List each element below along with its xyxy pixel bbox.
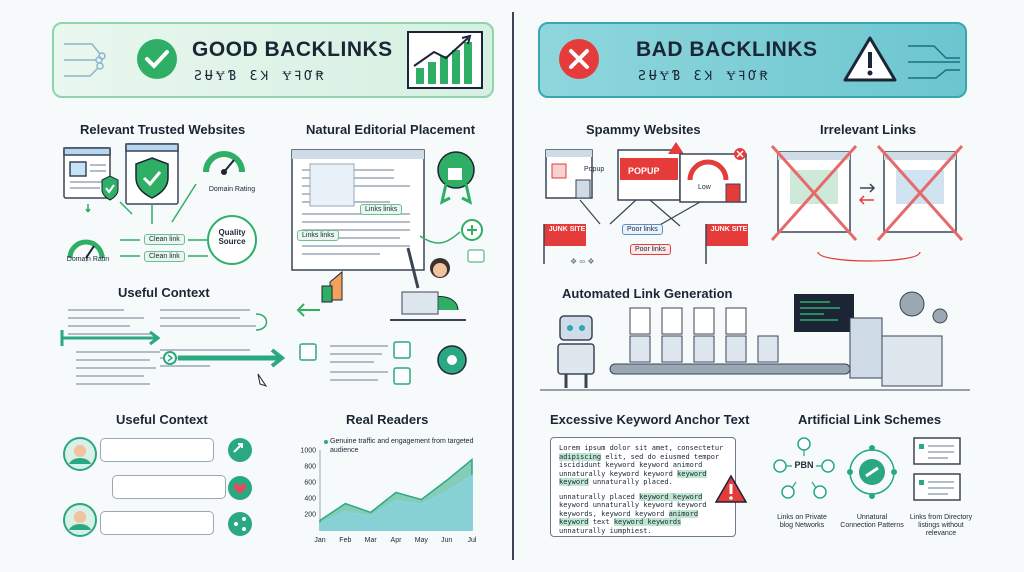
keyword-text: text bbox=[588, 518, 614, 526]
y-tick-label: 200 bbox=[304, 512, 316, 519]
link-schemes-illustration bbox=[773, 437, 961, 501]
domain-rating-label: Domain Rating bbox=[208, 186, 256, 193]
automated-illustration bbox=[540, 291, 970, 391]
y-tick-label: 800 bbox=[304, 464, 316, 471]
popup-label: Popup bbox=[584, 166, 605, 173]
trusted-websites-illustration bbox=[63, 143, 257, 265]
x-tick-label: Jul bbox=[468, 537, 477, 544]
section-title-keyword: Excessive Keyword Anchor Text bbox=[550, 412, 750, 427]
section-title-useful-context: Useful Context bbox=[118, 285, 210, 300]
section-title-link-schemes: Artificial Link Schemes bbox=[798, 412, 942, 427]
banner-subtitle: ƧɄɎƁ ƐꞰ ɎꟻƠꞦ bbox=[638, 69, 771, 84]
clean-link-pill: Clean link bbox=[144, 234, 185, 245]
junk-site-label-2: JUNK SITE bbox=[710, 226, 748, 233]
scheme-label-pbn: Links on Private blog Networks bbox=[777, 514, 827, 529]
comment-bubble bbox=[100, 438, 214, 462]
growth-chart-icon bbox=[407, 31, 483, 89]
y-tick-label: 400 bbox=[304, 496, 316, 503]
irrelevant-illustration bbox=[770, 145, 964, 262]
keyword-text: unnaturally placed. bbox=[588, 478, 673, 486]
banner-title: GOOD BACKLINKS bbox=[192, 38, 393, 61]
section-title-irrelevant: Irrelevant Links bbox=[820, 122, 917, 137]
section-title-useful-context-2: Useful Context bbox=[116, 412, 208, 427]
chart-legend: Genuine traffic and engagement from targ… bbox=[330, 438, 474, 454]
x-tick-label: Feb bbox=[339, 537, 351, 544]
warning-icon bbox=[714, 474, 748, 503]
editorial-illustration bbox=[291, 149, 485, 321]
domain-rating-label-2: Domain Ratin bbox=[66, 256, 110, 263]
quality-source-label: Quality Source bbox=[218, 228, 246, 246]
x-tick-label: Jun bbox=[441, 537, 452, 544]
editorial-link-pill: Links links bbox=[360, 204, 403, 215]
banner-subtitle: ƧɄɎƁ ƐꞰ ɎꟻƠꞦ bbox=[194, 69, 327, 84]
keyword-text: unnaturally iumphiest. bbox=[559, 526, 652, 535]
keyword-highlight: adipiscing bbox=[559, 452, 602, 461]
svg-text:❖ ∞ ❖: ❖ ∞ ❖ bbox=[570, 257, 595, 266]
keyword-text: keyword unnaturally keyword keyword keyw… bbox=[559, 501, 707, 518]
comment-bubble-3 bbox=[100, 511, 214, 535]
popup-label-2: POPUP bbox=[628, 166, 660, 176]
keyword-text: unnaturally placed bbox=[559, 492, 640, 501]
y-tick-label: 600 bbox=[304, 480, 316, 487]
context-arrow-illustration bbox=[163, 348, 286, 387]
links-gear-illustration bbox=[299, 341, 467, 385]
low-label: Low bbox=[698, 184, 711, 191]
pbn-label: PBN bbox=[794, 460, 814, 470]
error-x-icon bbox=[559, 39, 599, 79]
center-divider bbox=[512, 12, 514, 560]
good-backlinks-banner: GOOD BACKLINKS ƧɄɎƁ ƐꞰ ɎꟻƠꞦ bbox=[52, 22, 494, 98]
scheme-label-connection: Unnatural Connection Patterns bbox=[840, 514, 904, 529]
keyword-highlight: keyword keyword bbox=[639, 492, 703, 501]
keyword-text-box: Lorem ipsum dolor sit amet, consectetur … bbox=[550, 437, 736, 537]
checkmark-icon bbox=[137, 39, 177, 79]
section-title-automated: Automated Link Generation bbox=[562, 286, 733, 301]
y-tick-label: 1000 bbox=[300, 448, 316, 455]
x-tick-label: Apr bbox=[391, 537, 403, 544]
bad-backlinks-banner: BAD BACKLINKS ƧɄɎƁ ƐꞰ ɎꟻƠꞦ bbox=[538, 22, 967, 98]
poor-links-pill: Poor links bbox=[622, 224, 663, 235]
section-title-relevant-trusted: Relevant Trusted Websites bbox=[80, 122, 246, 137]
x-tick-label: Jan bbox=[314, 537, 325, 544]
banner-title: BAD BACKLINKS bbox=[636, 38, 818, 61]
chart-series-area bbox=[319, 474, 473, 531]
section-title-real-readers: Real Readers bbox=[346, 412, 429, 427]
social-illustration bbox=[63, 437, 252, 537]
circuit-icon bbox=[64, 43, 106, 77]
keyword-text: elit, sed do eiusmed tempor iscididunt k… bbox=[559, 452, 720, 478]
comment-bubble-2 bbox=[112, 475, 226, 499]
section-title-spammy: Spammy Websites bbox=[586, 122, 701, 137]
clean-link-pill-2: Clean link bbox=[144, 251, 185, 262]
section-title-editorial: Natural Editorial Placement bbox=[306, 122, 476, 137]
poor-links-pill-2: Poor links bbox=[630, 244, 671, 255]
spammy-illustration: ❖ ∞ ❖ bbox=[543, 142, 748, 266]
legend-marker bbox=[324, 440, 328, 444]
x-tick-label: May bbox=[415, 537, 429, 544]
keyword-highlight: keyword keywords bbox=[613, 518, 682, 526]
scheme-label-directory: Links from Directory listings without re… bbox=[909, 514, 973, 537]
x-tick-label: Mar bbox=[365, 537, 378, 544]
warning-icon bbox=[843, 36, 897, 82]
keyword-text: Lorem ipsum dolor sit amet, consectetur bbox=[559, 444, 724, 452]
editorial-link-pill-2: Links links bbox=[297, 230, 340, 241]
junk-site-label: JUNK SITE bbox=[548, 226, 586, 233]
circuit-icon bbox=[908, 45, 960, 79]
